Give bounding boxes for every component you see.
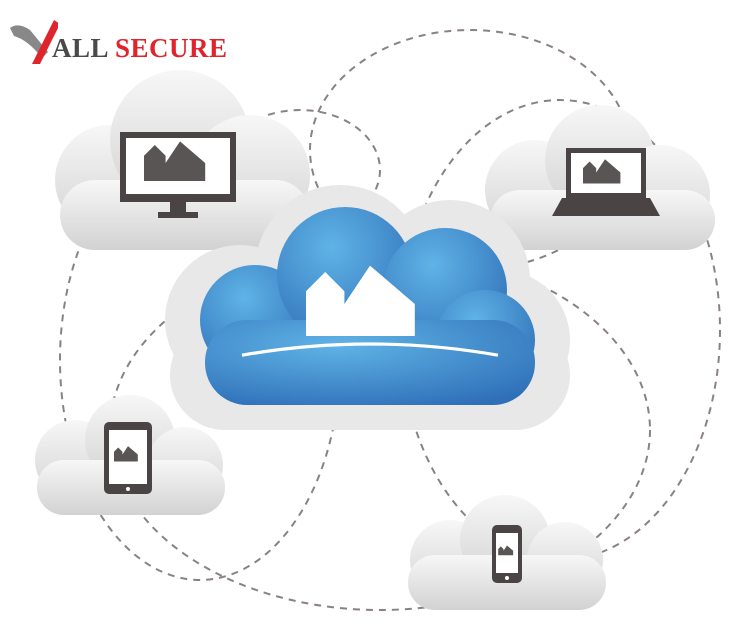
smartphone-icon (492, 525, 522, 583)
tablet-icon (104, 422, 152, 494)
logo-word-all: ALL (52, 33, 110, 63)
cloud-center (200, 207, 535, 405)
logo-word-secure: SECURE (115, 33, 228, 63)
laptop-icon (552, 148, 660, 216)
checkmark-logo-icon (10, 20, 58, 64)
home-icon (241, 265, 499, 357)
desktop-monitor-icon (120, 132, 236, 218)
